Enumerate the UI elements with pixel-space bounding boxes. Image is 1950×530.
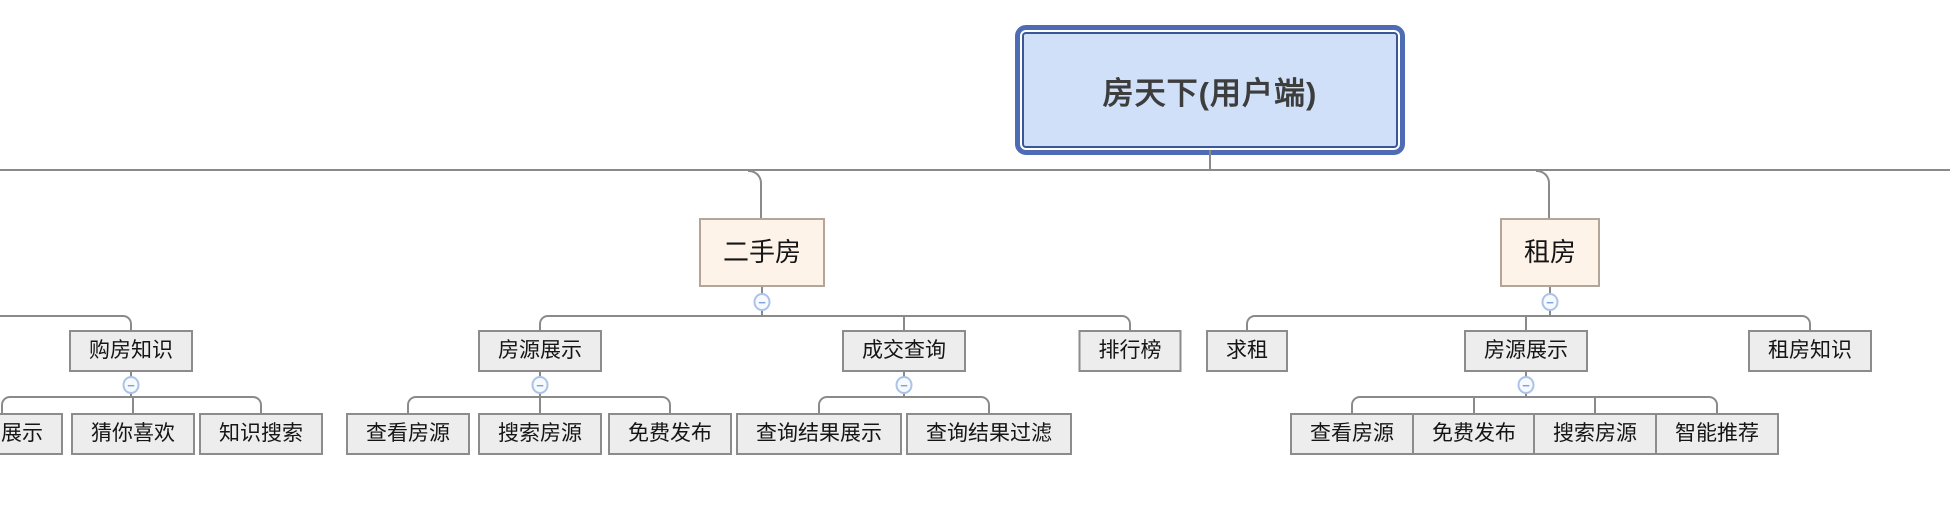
drop-listing-display-rental [1525,315,1527,330]
root-label: 房天下(用户端) [1022,32,1398,148]
node-root[interactable]: 房天下(用户端) [1015,25,1405,155]
node-deal-query[interactable]: 成交查询 [842,330,966,372]
rail-secondhand-children [539,315,1131,330]
collapse-toggle-listing-display-zf[interactable]: − [1517,376,1535,394]
level1-rail [0,169,1950,171]
drop-search-listings-esf [539,396,541,413]
node-search-listings-secondhand[interactable]: 搜索房源 [478,413,602,455]
node-smart-recommend[interactable]: 智能推荐 [1655,413,1779,455]
drop-search-listings-zf [1594,396,1596,413]
node-buy-knowledge[interactable]: 购房知识 [69,330,193,372]
node-ranking[interactable]: 排行榜 [1078,330,1182,372]
collapse-toggle-deal-query[interactable]: − [895,376,913,394]
node-secondhand-house[interactable]: 二手房 [698,218,826,287]
connector-secondhand [748,170,762,218]
collapse-toggle-secondhand[interactable]: − [753,293,771,311]
rail-buy-knowledge-children [1,396,262,413]
connector-rental [1536,170,1550,218]
node-view-listings-rental[interactable]: 查看房源 [1290,413,1414,455]
collapse-toggle-rental[interactable]: − [1541,293,1559,311]
node-search-listings-rental[interactable]: 搜索房源 [1533,413,1657,455]
rail-rental-children [1246,315,1811,330]
node-free-publish-secondhand[interactable]: 免费发布 [608,413,732,455]
node-knowledge-search[interactable]: 知识搜索 [199,413,323,455]
node-guess-you-like[interactable]: 猜你喜欢 [71,413,195,455]
drop-free-publish-zf [1473,396,1475,413]
collapse-toggle-listing-display-esf[interactable]: − [531,376,549,394]
node-view-listings-secondhand[interactable]: 查看房源 [346,413,470,455]
drop-guess-you-like [132,396,134,413]
collapse-toggle-buy-knowledge[interactable]: − [122,376,140,394]
node-rental-knowledge[interactable]: 租房知识 [1748,330,1872,372]
root-drop-line [1209,150,1211,170]
node-listing-display-secondhand[interactable]: 房源展示 [478,330,602,372]
node-display-cutoff[interactable]: 展示 [0,413,63,455]
rail-offscreen-to-buy-knowledge [0,315,132,330]
node-seek-rent[interactable]: 求租 [1206,330,1288,372]
node-query-result-display[interactable]: 查询结果展示 [736,413,902,455]
node-free-publish-rental[interactable]: 免费发布 [1412,413,1536,455]
node-rent-house[interactable]: 租房 [1499,218,1601,287]
node-listing-display-rental[interactable]: 房源展示 [1464,330,1588,372]
rail-listing-zf-children [1351,396,1718,413]
drop-deal-query [903,315,905,330]
node-query-result-filter[interactable]: 查询结果过滤 [906,413,1072,455]
rail-deal-query-children [818,396,990,413]
